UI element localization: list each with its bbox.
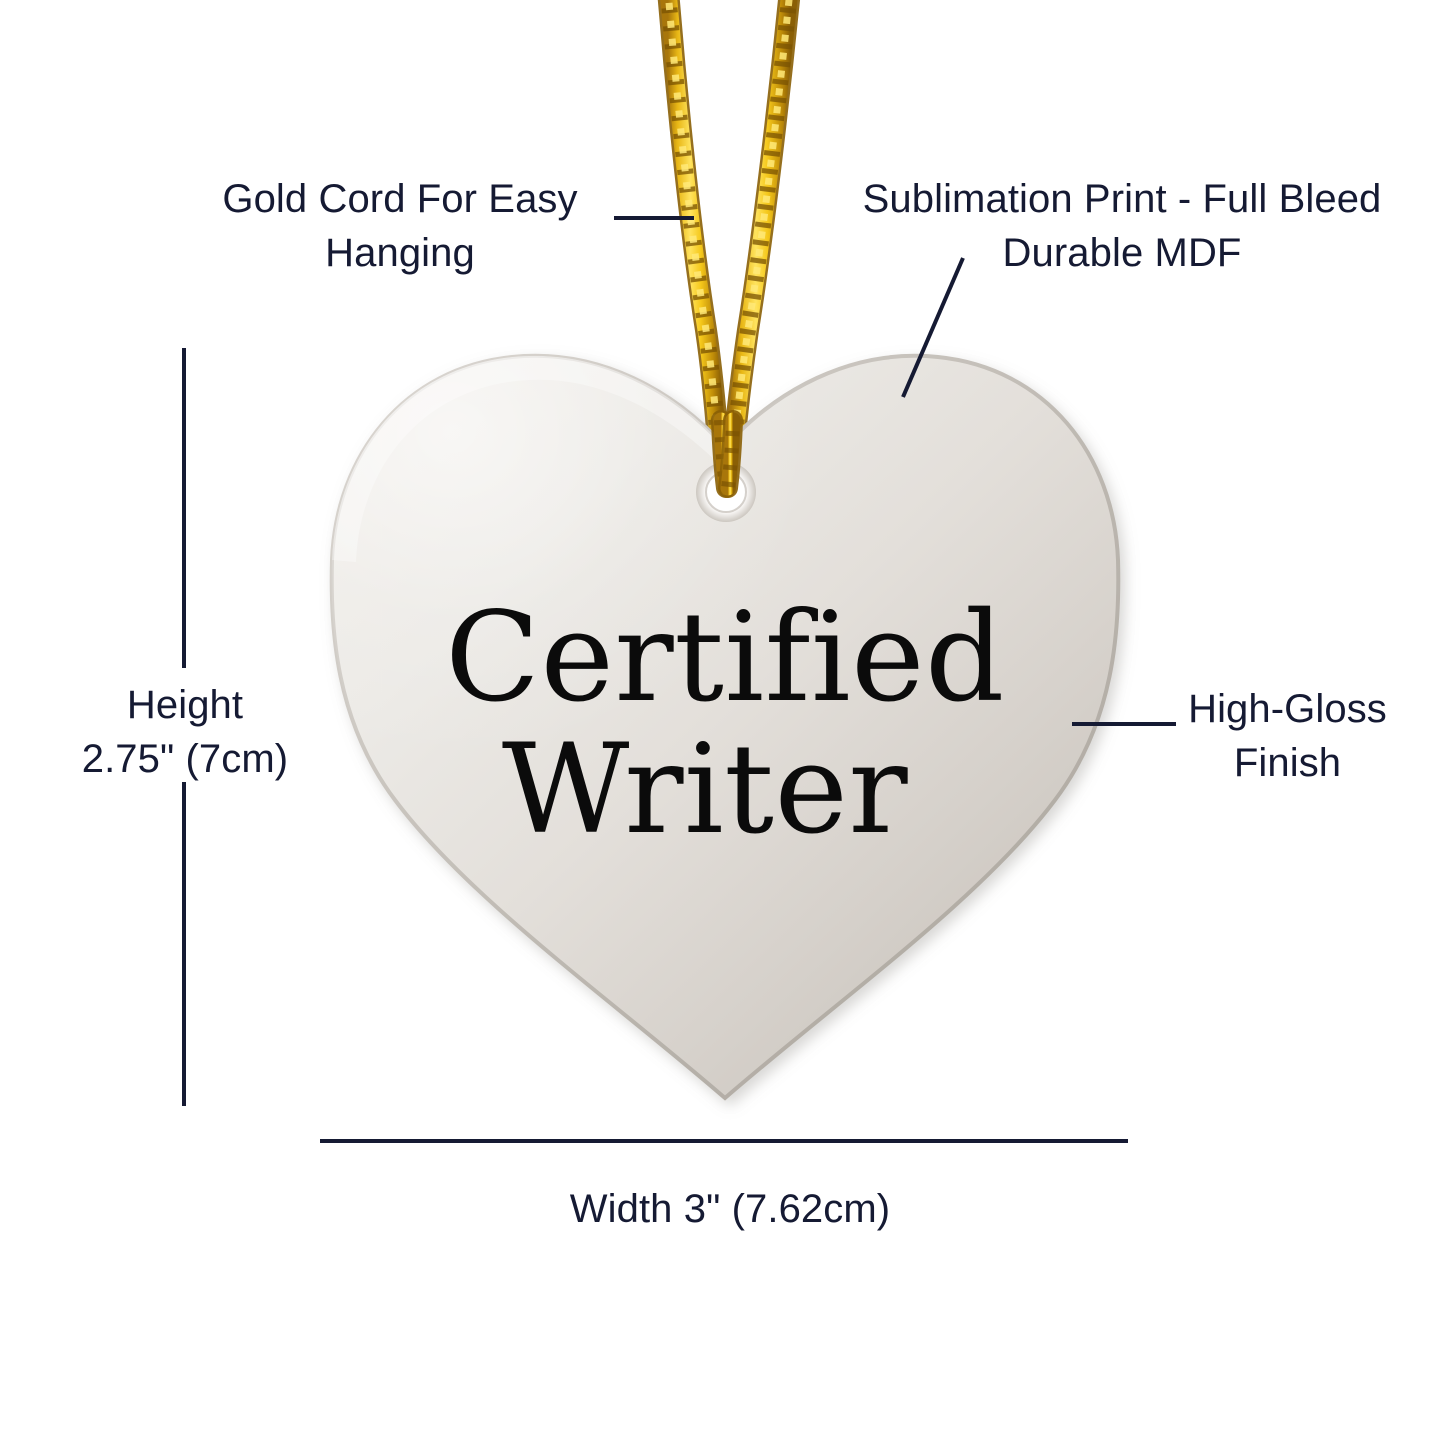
heart-ornament-body [329, 353, 1121, 1101]
callout-label-gold-cord: Gold Cord For Easy Hanging [222, 177, 578, 275]
leader-lines [614, 216, 1176, 726]
dimension-label-height: Height 2.75" (7cm) [81, 683, 289, 781]
callout-label-high-gloss-finish: High-Gloss Finish [1188, 687, 1387, 785]
dimension-label-width: Width 3" (7.62cm) [569, 1187, 891, 1231]
dimension-lines [182, 348, 1128, 1143]
callout-label-sublimation-print: Sublimation Print - Full Bleed Durable M… [862, 177, 1382, 275]
leader-line-sublimation [901, 257, 965, 398]
gold-cord-knot [711, 410, 743, 498]
